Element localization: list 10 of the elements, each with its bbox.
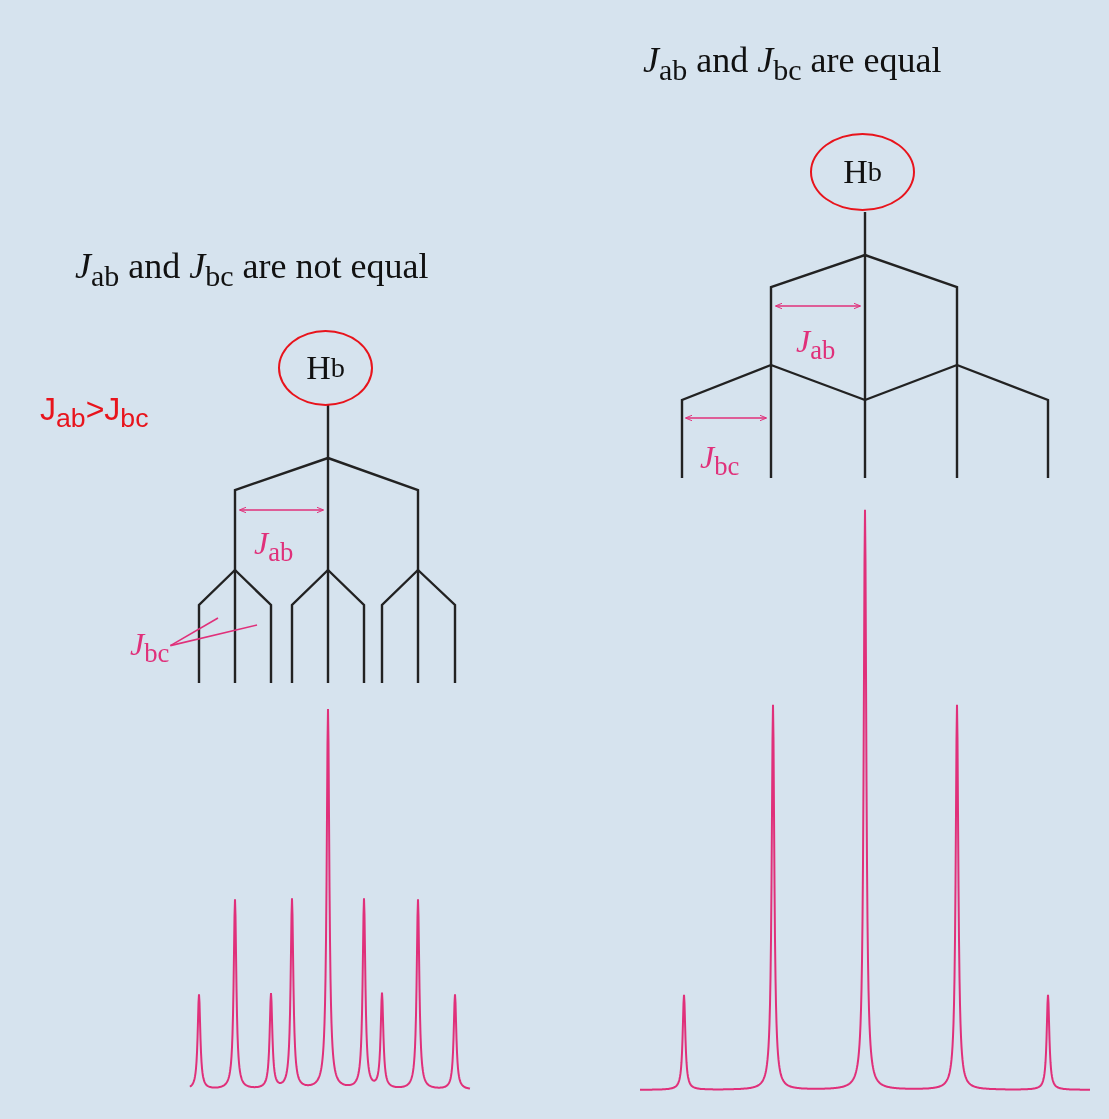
leader-line: [169, 617, 219, 647]
symbol-label: J$_{ab}$: [796, 325, 836, 365]
annotation: J$_{ab}$>J$_{bc}$: [40, 393, 149, 433]
symbol-label: J$_{bc}$: [700, 441, 740, 481]
leader-line: [169, 624, 258, 647]
heading: J$_{ab}$ and J$_{bc}$ are equal: [643, 42, 942, 86]
symbol-label: J$_{ab}$: [254, 527, 294, 567]
heading: J$_{ab}$ and J$_{bc}$ are not equal: [75, 248, 429, 292]
splitting-tree-drawing: [197, 405, 457, 683]
symbol-label: J$_{bc}$: [130, 628, 170, 668]
